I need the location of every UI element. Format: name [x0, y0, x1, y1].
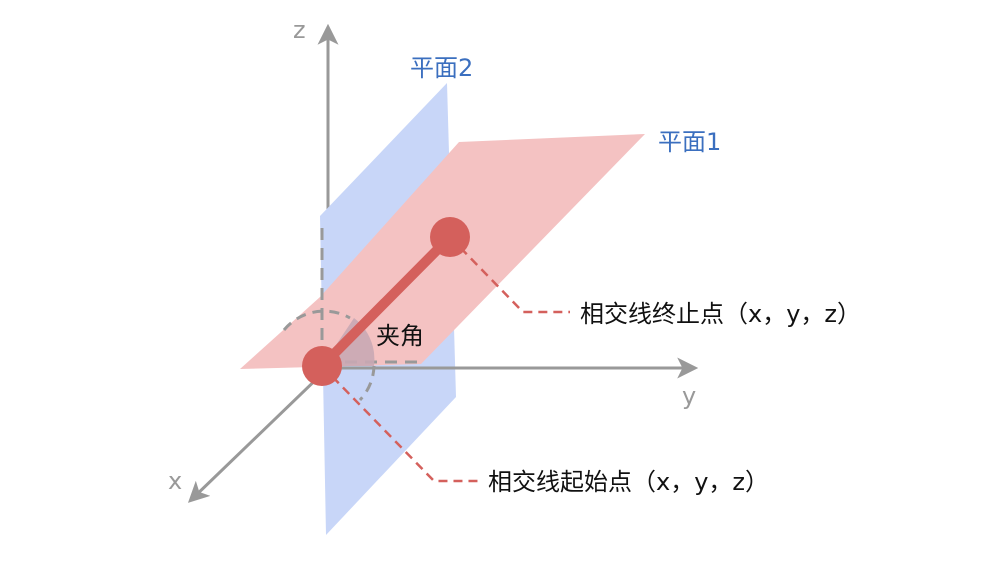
angle-arc [282, 309, 351, 331]
intersection-line [317, 232, 455, 371]
angle-arc-lower [358, 365, 376, 402]
y-axis-label: y [682, 382, 696, 410]
intersection-start-point [302, 346, 342, 386]
x-axis-label: x [168, 467, 182, 495]
angle-label: 夹角 [376, 322, 424, 350]
end-point-leader [449, 236, 570, 314]
end-point-label: 相交线终止点（x，y，z） [580, 300, 861, 328]
plane-1-label: 平面1 [658, 128, 721, 156]
start-point-label: 相交线起始点（x，y，z） [488, 468, 769, 496]
z-axis-label: z [293, 16, 306, 44]
x-axis [187, 366, 330, 503]
start-point-leader [321, 365, 480, 483]
intersection-end-point [430, 217, 470, 257]
plane-2-label: 平面2 [410, 54, 473, 82]
